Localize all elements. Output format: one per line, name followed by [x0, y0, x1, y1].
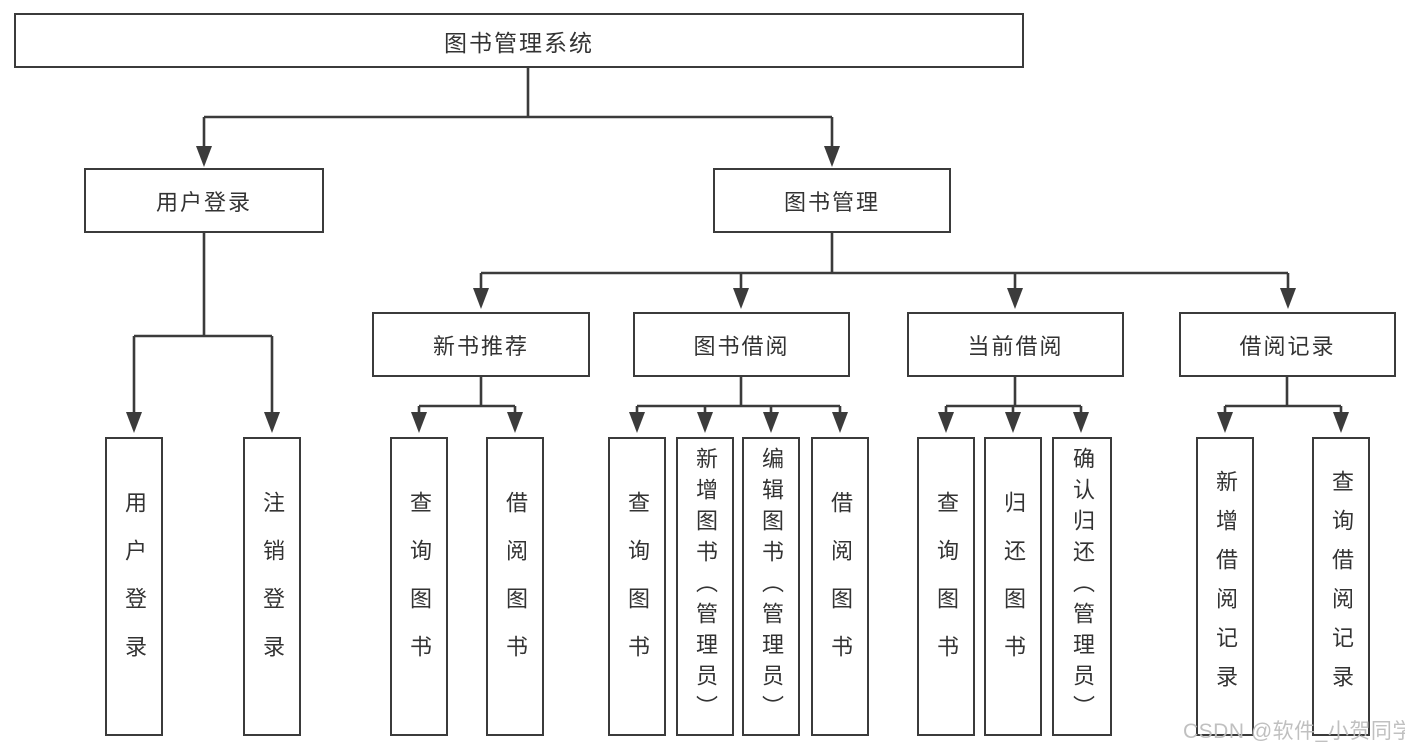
node-library-management-system: 图书管理系统 — [14, 13, 1024, 68]
leaf-add-borrow-record: 新增借阅记录 — [1196, 437, 1254, 736]
node-label: 查询图书 — [407, 490, 432, 683]
node-new-book-recommend: 新书推荐 — [372, 312, 590, 377]
node-label: 查询图书 — [625, 490, 650, 683]
node-label: 借阅图书 — [503, 490, 528, 683]
node-borrow-records: 借阅记录 — [1179, 312, 1396, 377]
node-label: 用户登录 — [155, 189, 252, 215]
node-label: 查询借阅记录 — [1329, 469, 1354, 704]
leaf-user-login: 用户登录 — [105, 437, 163, 736]
node-label: 借阅记录 — [1239, 333, 1336, 359]
leaf-query-borrow-record: 查询借阅记录 — [1312, 437, 1370, 736]
leaf-edit-books-admin: 编辑图书（管理员） — [742, 437, 800, 736]
node-label: 借阅图书 — [828, 490, 853, 683]
node-label: 新增图书（管理员） — [693, 447, 718, 726]
leaf-confirm-return-admin: 确认归还（管理员） — [1052, 437, 1112, 736]
leaf-borrow-books: 借阅图书 — [811, 437, 869, 736]
node-current-borrow: 当前借阅 — [907, 312, 1124, 377]
node-label: 新书推荐 — [432, 333, 529, 359]
node-book-borrow: 图书借阅 — [633, 312, 850, 377]
node-label: 当前借阅 — [967, 333, 1064, 359]
node-label: 用户登录 — [122, 490, 147, 683]
node-book-management: 图书管理 — [713, 168, 951, 233]
node-label: 编辑图书（管理员） — [759, 447, 784, 726]
leaf-add-books-admin: 新增图书（管理员） — [676, 437, 734, 736]
leaf-query-books-borrow: 查询图书 — [608, 437, 666, 736]
node-label: 注销登录 — [260, 490, 285, 683]
node-label: 图书管理系统 — [444, 29, 594, 56]
leaf-borrow-books-recommend: 借阅图书 — [486, 437, 544, 736]
node-label: 查询图书 — [934, 490, 959, 683]
node-label: 图书借阅 — [693, 333, 790, 359]
csdn-watermark: CSDN @软件_小贺同学 — [1183, 720, 1405, 743]
leaf-logout: 注销登录 — [243, 437, 301, 736]
node-label: 图书管理 — [783, 189, 880, 215]
node-label: 确认归还（管理员） — [1070, 447, 1095, 726]
node-label: 归还图书 — [1001, 490, 1026, 683]
node-label: 新增借阅记录 — [1213, 469, 1238, 704]
leaf-query-books-current: 查询图书 — [917, 437, 975, 736]
leaf-return-books: 归还图书 — [984, 437, 1042, 736]
leaf-query-books-recommend: 查询图书 — [390, 437, 448, 736]
node-user-login: 用户登录 — [84, 168, 324, 233]
